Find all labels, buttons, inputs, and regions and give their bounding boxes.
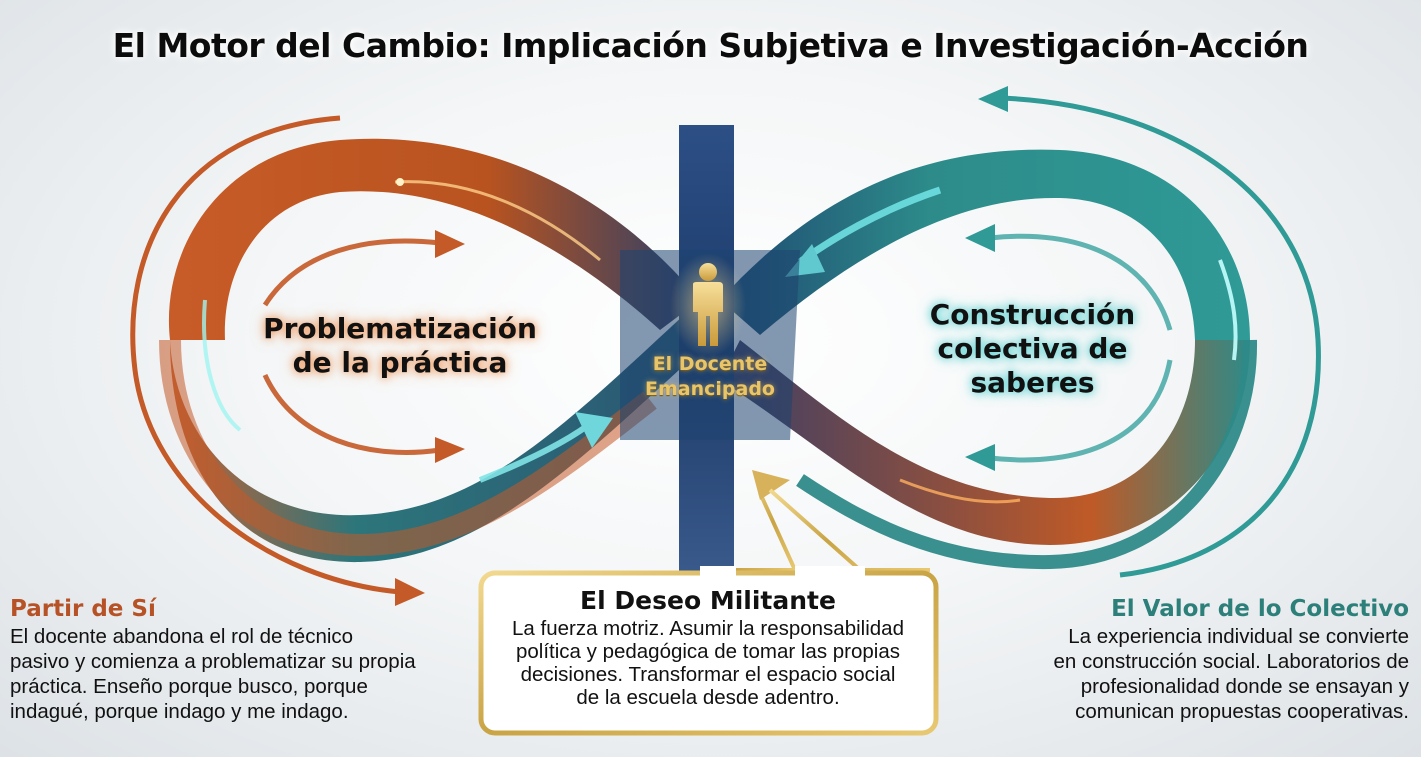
loop-label-line: Construcción (929, 298, 1136, 331)
body-line: comunican propuestas cooperativas. (1075, 700, 1409, 723)
loop-label-line: de la práctica (292, 346, 508, 379)
arrow-right-icon (435, 230, 465, 258)
arrow-left-icon (978, 86, 1008, 112)
arrow-right-icon (395, 578, 425, 606)
loop-label-problematizacion: Problematización de la práctica (240, 312, 560, 380)
block-valor-colectivo: El Valor de lo Colectivo La experiencia … (989, 596, 1409, 724)
body-line: profesionalidad donde se ensayan y (1080, 675, 1409, 698)
center-label: El Docente Emancipado (610, 352, 810, 402)
arrow-right-icon (435, 437, 465, 463)
body-line: práctica. Enseño porque busco, porque (10, 675, 368, 698)
page-title: El Motor del Cambio: Implicación Subjeti… (112, 26, 1309, 65)
callout-deseo-militante: El Deseo Militante La fuerza motriz. Asu… (478, 570, 938, 736)
callout-body: La fuerza motriz. Asumir la responsabili… (478, 617, 938, 709)
body-line: La fuerza motriz. Asumir la responsabili… (512, 617, 904, 640)
body-line: de la escuela desde adentro. (576, 686, 840, 709)
body-line: La experiencia individual se convierte (1068, 625, 1409, 648)
body-line: en construcción social. Laboratorios de (1053, 650, 1409, 673)
block-partir-de-si: Partir de Sí El docente abandona el rol … (10, 596, 470, 724)
block-body: La experiencia individual se convierte e… (989, 624, 1409, 724)
block-body: El docente abandona el rol de técnico pa… (10, 624, 470, 724)
body-line: El docente abandona el rol de técnico (10, 625, 354, 648)
center-label-line: El Docente (652, 353, 768, 375)
callout-heading: El Deseo Militante (580, 586, 836, 615)
arrow-left-icon (965, 444, 995, 471)
body-line: indagué, porque indago y me indago. (10, 700, 349, 723)
body-line: pasivo y comienza a problematizar su pro… (10, 650, 416, 673)
loop-label-line: Problematización (263, 312, 537, 345)
block-heading: El Valor de lo Colectivo (1111, 596, 1409, 622)
body-line: política y pedagógica de tomar las propi… (515, 640, 901, 663)
left-loop (130, 115, 700, 606)
loop-label-construccion: Construcción colectiva de saberes (900, 298, 1165, 400)
loop-label-line: colectiva de (937, 332, 1128, 365)
loop-label-line: saberes (970, 366, 1095, 399)
person-icon (693, 263, 723, 346)
arrow-up-right-icon (575, 412, 613, 448)
block-heading: Partir de Sí (10, 596, 156, 622)
arrow-left-icon (965, 224, 995, 252)
center-label-line: Emancipado (645, 378, 775, 400)
body-line: decisiones. Transformar el espacio socia… (520, 663, 896, 686)
